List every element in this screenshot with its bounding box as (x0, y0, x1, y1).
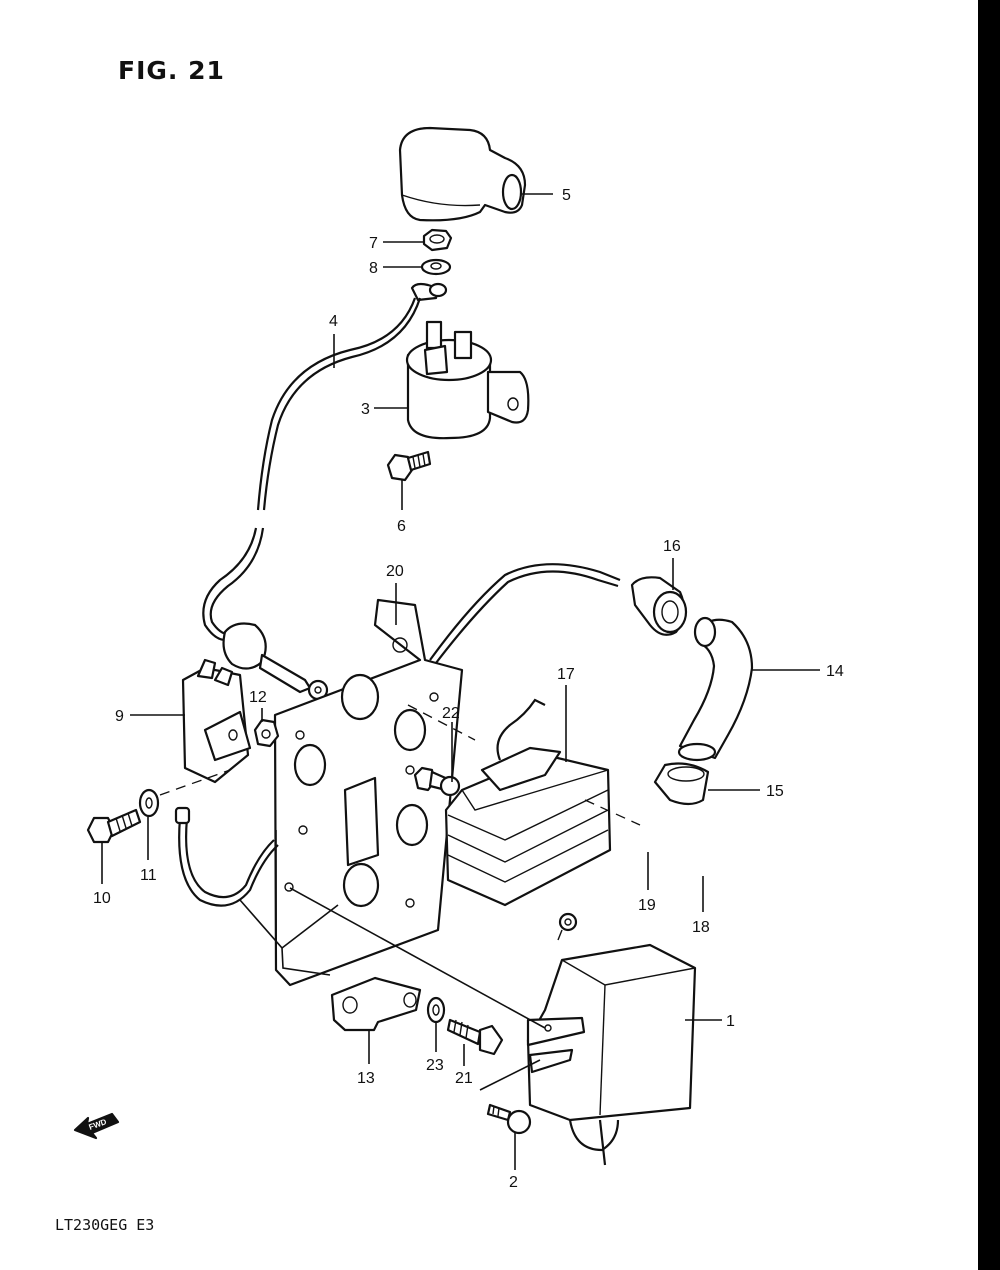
leader-lines (101, 193, 820, 1170)
model-code: LT230GEG E3 (55, 1216, 155, 1234)
part-3-starter-relay (405, 282, 530, 440)
callout-2: 2 (509, 1174, 518, 1191)
callout-9: 9 (115, 708, 124, 725)
callout-6: 6 (397, 518, 406, 535)
callout-5: 5 (562, 187, 571, 204)
part-15-ring (653, 762, 710, 806)
callout-14: 14 (826, 663, 844, 680)
callout-1: 1 (726, 1013, 735, 1030)
callout-4: 4 (329, 313, 338, 330)
callout-18: 18 (692, 919, 710, 936)
callout-17: 17 (557, 666, 575, 683)
part-20-bracket-plate (273, 598, 464, 987)
part-9-coil (174, 658, 279, 907)
callout-22: 22 (442, 705, 460, 722)
part-14-boot (677, 616, 754, 762)
part-13-bracket (330, 976, 422, 1032)
part-23-washer (426, 996, 446, 1024)
part-8-washer (420, 258, 452, 276)
fwd-arrow-icon: FWD (73, 1112, 120, 1140)
part-17-regulator (444, 698, 612, 907)
page-edge-bar (978, 0, 1000, 1270)
callout-15: 15 (766, 783, 784, 800)
part-21-bolt (446, 1018, 504, 1056)
callout-labels: 1 2 3 4 5 6 7 8 9 10 11 12 13 14 15 16 1… (93, 187, 844, 1191)
callout-10: 10 (93, 890, 111, 907)
callout-7: 7 (369, 235, 378, 252)
part-7-nut (422, 228, 453, 252)
part-10-bolt (86, 808, 142, 844)
part-16-grommet (630, 576, 688, 636)
callout-11: 11 (140, 867, 157, 884)
figure-title: FIG. 21 (118, 56, 225, 85)
part-2-screw (486, 1103, 532, 1135)
part-4-cable (202, 297, 422, 701)
wire-harness-b (435, 570, 619, 664)
callout-3: 3 (361, 401, 370, 418)
callout-16: 16 (663, 538, 681, 555)
guide-lines (159, 704, 641, 1091)
callout-21: 21 (455, 1070, 473, 1087)
part-1-cdi-unit (526, 912, 697, 1166)
callout-23: 23 (426, 1057, 444, 1074)
part-6-bolt (386, 450, 432, 482)
callout-19: 19 (638, 897, 656, 914)
part-11-washer (138, 788, 160, 818)
part-5-cover (398, 126, 527, 222)
callout-20: 20 (386, 563, 404, 580)
part-22-bolt (413, 766, 461, 797)
callout-13: 13 (357, 1070, 375, 1087)
wire-harness-a (429, 563, 621, 661)
callout-12: 12 (249, 689, 267, 706)
callout-8: 8 (369, 260, 378, 277)
